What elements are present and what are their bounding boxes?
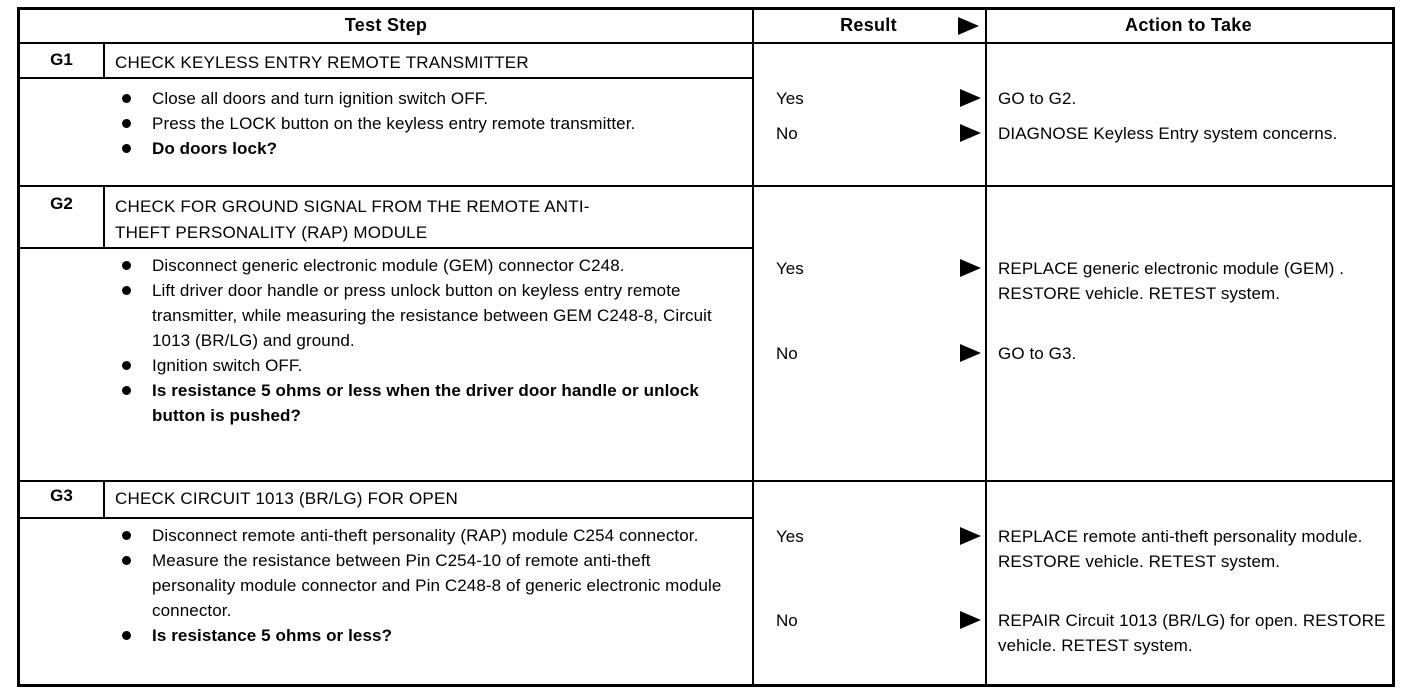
result-row-g1-yes: Yes [752, 86, 985, 111]
action-g1-no: DIAGNOSE Keyless Entry system concerns. [998, 124, 1338, 143]
step-bullets-g2: Disconnect generic electronic module (GE… [120, 253, 726, 428]
g1-id-divider [103, 42, 105, 77]
action-g2-no: GO to G3. [998, 344, 1077, 363]
g2-title-rule [20, 247, 752, 249]
result-row-g2-no: No [752, 341, 985, 366]
result-row-g2-yes: Yes [752, 256, 985, 281]
action-g3-yes: REPLACE remote anti-theft personality mo… [998, 527, 1363, 571]
row-divider-g2-g3 [20, 480, 1392, 482]
result-arrow-icon [960, 344, 981, 362]
result-row-g3-no: No [752, 608, 985, 633]
result-arrow-icon [960, 611, 981, 629]
step-bullets-g1: Close all doors and turn ignition switch… [120, 86, 726, 161]
result-label: Yes [776, 89, 804, 108]
g1-title-rule [20, 77, 752, 79]
result-label: Yes [776, 259, 804, 278]
result-arrow-icon [960, 259, 981, 277]
action-g1-yes: GO to G2. [998, 89, 1077, 108]
row-divider-g1-g2 [20, 185, 1392, 187]
divider-result-action [985, 10, 987, 684]
bullet-item: Disconnect generic electronic module (GE… [120, 253, 726, 278]
bullet-item: Lift driver door handle or press unlock … [120, 278, 726, 353]
column-header-result: Result [752, 15, 985, 36]
step-id-g1: G1 [50, 50, 73, 69]
result-arrow-icon [958, 17, 979, 35]
step-title-g1: CHECK KEYLESS ENTRY REMOTE TRANSMITTER [115, 53, 529, 72]
g3-id-divider [103, 480, 105, 517]
result-label: Yes [776, 527, 804, 546]
g2-id-divider [103, 185, 105, 247]
column-header-action: Action to Take [1125, 15, 1252, 35]
result-arrow-icon [960, 527, 981, 545]
bullet-question: Do doors lock? [120, 136, 726, 161]
result-arrow-icon [960, 89, 981, 107]
result-row-g3-yes: Yes [752, 524, 985, 549]
column-header-result-label: Result [840, 15, 897, 35]
bullet-item: Ignition switch OFF. [120, 353, 726, 378]
step-id-g3: G3 [50, 486, 73, 505]
step-id-g2: G2 [50, 194, 73, 213]
result-label: No [776, 344, 798, 363]
pinpoint-test-table: Test Step Result Action to Take G1 CHECK… [17, 7, 1395, 687]
bullet-item: Disconnect remote anti-theft personality… [120, 523, 726, 548]
result-label: No [776, 611, 798, 630]
action-g2-yes: REPLACE generic electronic module (GEM) … [998, 259, 1345, 303]
bullet-item: Measure the resistance between Pin C254-… [120, 548, 726, 623]
g3-title-rule [20, 517, 752, 519]
column-header-test-step: Test Step [344, 15, 428, 35]
step-title-g3: CHECK CIRCUIT 1013 (BR/LG) FOR OPEN [115, 489, 458, 508]
bullet-item: Press the LOCK button on the keyless ent… [120, 111, 726, 136]
action-g3-no: REPAIR Circuit 1013 (BR/LG) for open. RE… [998, 611, 1386, 655]
step-title-g2: CHECK FOR GROUND SIGNAL FROM THE REMOTE … [115, 197, 590, 242]
result-row-g1-no: No [752, 121, 985, 146]
result-arrow-icon [960, 124, 981, 142]
bullet-item: Close all doors and turn ignition switch… [120, 86, 726, 111]
step-bullets-g3: Disconnect remote anti-theft personality… [120, 523, 726, 648]
result-label: No [776, 124, 798, 143]
header-bottom-rule [20, 42, 1392, 44]
bullet-question: Is resistance 5 ohms or less when the dr… [120, 378, 726, 428]
bullet-question: Is resistance 5 ohms or less? [120, 623, 726, 648]
divider-teststep-result [752, 10, 754, 684]
